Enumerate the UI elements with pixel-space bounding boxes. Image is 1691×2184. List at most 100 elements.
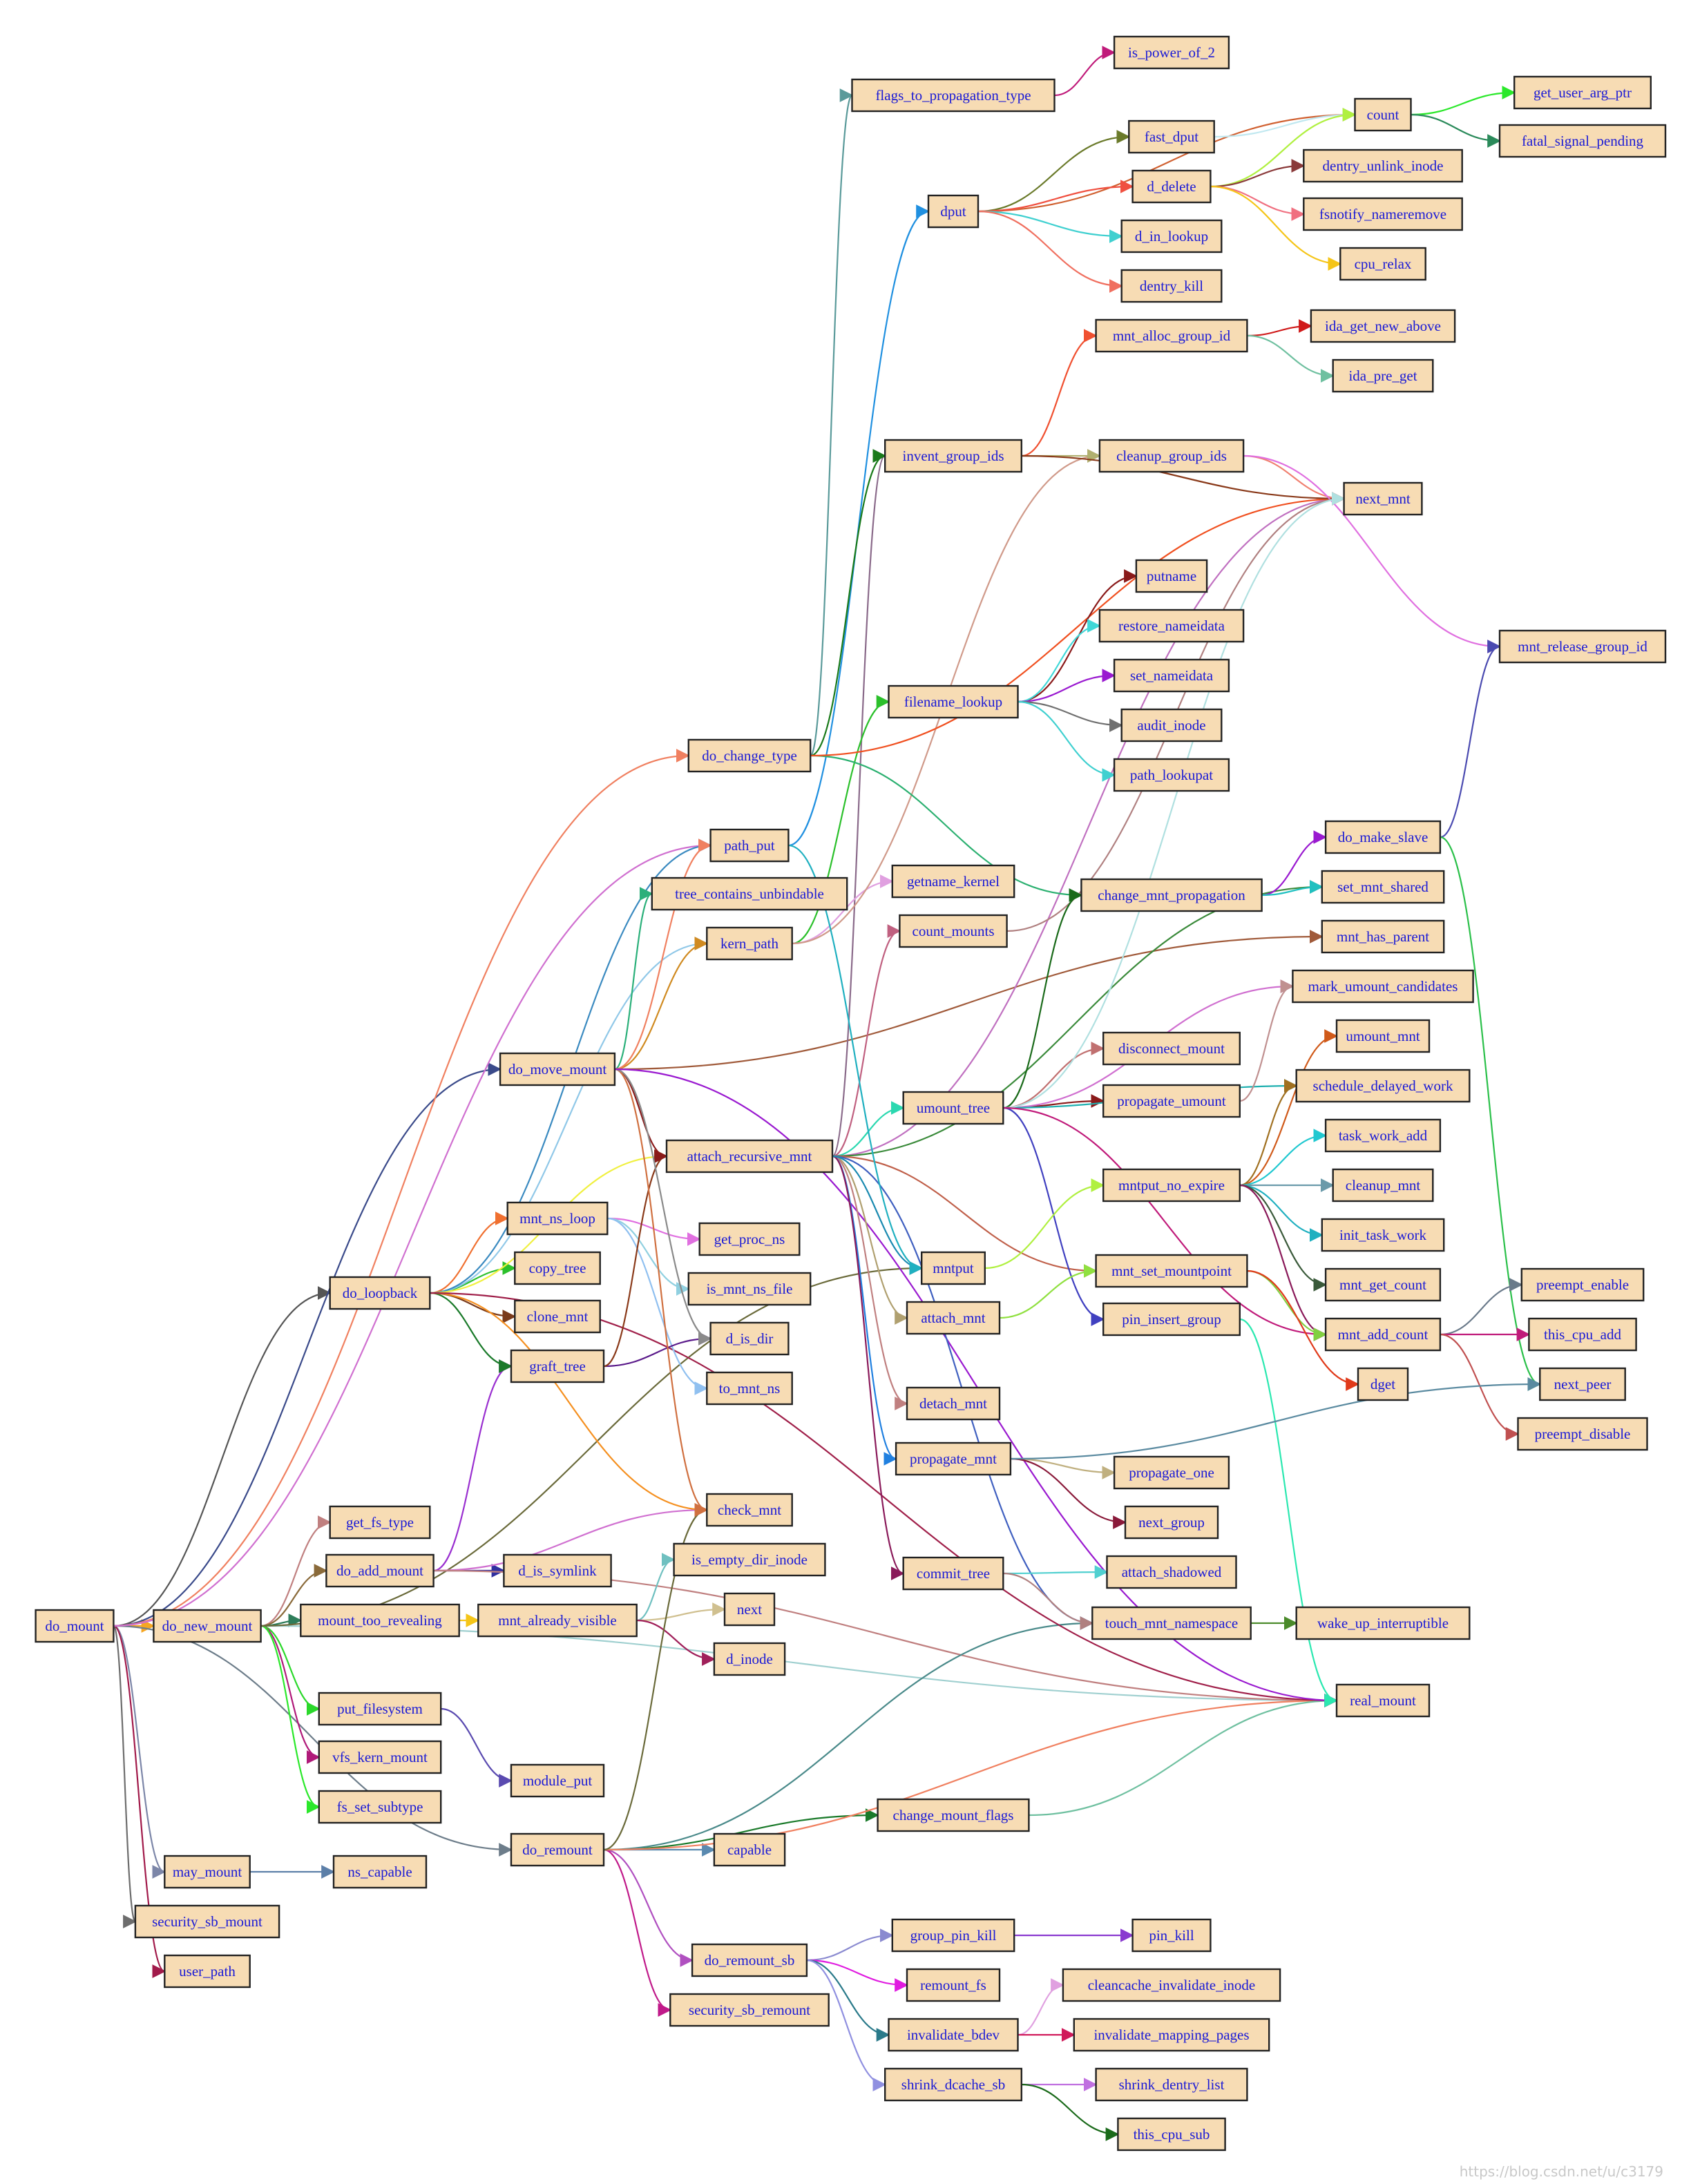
- node-label: attach_shadowed: [1122, 1564, 1222, 1580]
- node-box: [1498, 124, 1667, 158]
- edge-commit_tree-to-touch_mnt_namespace: [1003, 1572, 1094, 1630]
- node-mnt-set-mountpoint: mnt_set_mountpoint: [1095, 1254, 1248, 1288]
- node-tree-contains-unbindable: tree_contains_unbindable: [651, 877, 848, 911]
- edge-do_move_mount-to-check_mnt: [614, 1068, 709, 1517]
- node-count-mounts: count_mounts: [899, 914, 1008, 948]
- node-invent-group-ids: invent_group_ids: [883, 439, 1022, 473]
- node-box: [1321, 1218, 1445, 1252]
- node-do-loopback: do_loopback: [329, 1276, 431, 1310]
- node-shrink-dentry-list: shrink_dentry_list: [1095, 2067, 1248, 2102]
- edge-mnt_alloc_group_id-to-ida_get_new_above: [1247, 319, 1312, 337]
- node-pin-kill: pin_kill: [1131, 1918, 1212, 1953]
- node-box: [1073, 2018, 1270, 2052]
- node-label: to_mnt_ns: [719, 1380, 781, 1397]
- edge-filename_lookup-to-path_lookupat: [1018, 700, 1116, 782]
- node-putname: putname: [1135, 559, 1208, 593]
- node-check-mnt: check_mnt: [706, 1493, 793, 1527]
- edge-do_new_mount-to-get_fs_type: [260, 1515, 332, 1627]
- node-label: attach_recursive_mnt: [687, 1148, 812, 1165]
- node-label: do_loopback: [343, 1285, 418, 1301]
- node-label: invalidate_mapping_pages: [1093, 2027, 1249, 2043]
- node-get-user-arg-ptr: get_user_arg_ptr: [1513, 75, 1652, 110]
- node-box: [1324, 1118, 1442, 1153]
- node-box: [1113, 758, 1230, 792]
- node-label: change_mount_flags: [893, 1807, 1014, 1823]
- node-box: [1120, 269, 1223, 303]
- node-box: [1303, 197, 1463, 231]
- node-next-mnt: next_mnt: [1343, 481, 1423, 516]
- node-box: [665, 1139, 834, 1174]
- node-box: [651, 877, 848, 911]
- node-box: [669, 1993, 830, 2027]
- node-clone-mnt: clone_mnt: [514, 1299, 601, 1334]
- node-box: [1295, 1606, 1471, 1640]
- node-box: [895, 1441, 1012, 1476]
- edge-invalidate_bdev-to-cleancache_invalidate_inode: [1018, 1978, 1064, 2036]
- edge-pin_insert_group-to-real_mount: [1239, 1318, 1338, 1707]
- node-put-filesystem: put_filesystem: [318, 1692, 442, 1726]
- node-box: [510, 1349, 605, 1383]
- edge-d_delete-to-dentry_unlink_inode: [1210, 159, 1306, 188]
- corner-watermark: https://blog.csdn.net/u/c3179: [1459, 2163, 1663, 2180]
- edge-mnt_ns_loop-to-to_mnt_ns: [607, 1217, 709, 1395]
- edge-do_remount_sb-to-remount_fs: [806, 1959, 908, 1992]
- edge-dput-to-d_delete: [977, 180, 1134, 213]
- node-box: [1513, 75, 1652, 110]
- edge-do_remount_sb-to-invalidate_bdev: [806, 1959, 890, 2042]
- node-box: [332, 1855, 428, 1889]
- node-box: [1062, 1968, 1281, 2002]
- node-label: commit_tree: [917, 1565, 990, 1582]
- node-preempt-disable: preempt_disable: [1517, 1417, 1648, 1451]
- node-do-remount-sb: do_remount_sb: [691, 1943, 808, 1977]
- node-next-group: next_group: [1124, 1505, 1219, 1540]
- node-init-task-work: init_task_work: [1321, 1218, 1445, 1252]
- node-mnt-already-visible: mnt_already_visible: [477, 1603, 638, 1638]
- node-label: restore_nameidata: [1118, 617, 1225, 634]
- node-kern-path: kern_path: [706, 926, 793, 961]
- node-box: [1332, 1168, 1434, 1203]
- edge-do_mount-to-do_loopback: [113, 1286, 332, 1627]
- node-box: [709, 828, 790, 863]
- node-label: do_new_mount: [162, 1618, 253, 1634]
- node-graft-tree: graft_tree: [510, 1349, 605, 1383]
- node-mnt-ns-loop: mnt_ns_loop: [506, 1201, 609, 1236]
- node-label: dget: [1370, 1376, 1395, 1392]
- node-dput: dput: [927, 194, 980, 229]
- edge-mnt_already_visible-to-is_empty_dir_inode: [636, 1553, 676, 1622]
- node-label: ns_capable: [347, 1864, 412, 1880]
- node-vfs-kern-mount: vfs_kern_mount: [318, 1740, 442, 1774]
- node-box: [134, 1904, 280, 1939]
- edge-do_new_mount-to-do_add_mount: [260, 1564, 328, 1627]
- edge-do_change_type-to-invent_group_ids: [810, 449, 887, 757]
- edge-mnt_ns_loop-to-is_mnt_ns_file: [607, 1217, 690, 1296]
- node-invalidate-bdev: invalidate_bdev: [888, 2018, 1019, 2052]
- edge-do_loopback-to-kern_path: [430, 937, 709, 1294]
- node-label: fsnotify_nameremove: [1319, 206, 1446, 222]
- node-label: do_change_type: [702, 747, 797, 764]
- edge-change_mount_flags-to-real_mount: [1029, 1694, 1338, 1817]
- node-fast-dput: fast_dput: [1128, 119, 1215, 154]
- node-this-cpu-sub: this_cpu_sub: [1117, 2117, 1226, 2152]
- node-propagate-one: propagate_one: [1113, 1455, 1230, 1490]
- node-box: [1120, 708, 1223, 743]
- node-schedule-delayed-work: schedule_delayed_work: [1295, 1069, 1471, 1103]
- node-mntput: mntput: [920, 1251, 986, 1285]
- node-box: [713, 1832, 786, 1867]
- edge-invent_group_ids-to-mnt_alloc_group_id: [1021, 329, 1098, 457]
- edge-cleanup_group_ids-to-mnt_release_group_id: [1243, 454, 1501, 653]
- node-box: [1102, 1084, 1241, 1118]
- node-box: [706, 926, 793, 961]
- node-label: do_make_slave: [1338, 829, 1429, 845]
- node-box: [514, 1251, 601, 1285]
- node-dget: dget: [1357, 1367, 1409, 1401]
- node-label: d_in_lookup: [1135, 228, 1208, 245]
- node-box: [723, 1592, 776, 1627]
- node-mnt-has-parent: mnt_has_parent: [1321, 919, 1445, 954]
- edge-propagate_mnt-to-next_group: [1010, 1457, 1127, 1529]
- node-box: [514, 1299, 601, 1334]
- edge-do_mount-to-path_put: [113, 839, 712, 1627]
- node-label: mnt_release_group_id: [1518, 638, 1647, 655]
- node-label: d_is_dir: [726, 1330, 774, 1347]
- edge-filename_lookup-to-set_nameidata: [1018, 669, 1116, 703]
